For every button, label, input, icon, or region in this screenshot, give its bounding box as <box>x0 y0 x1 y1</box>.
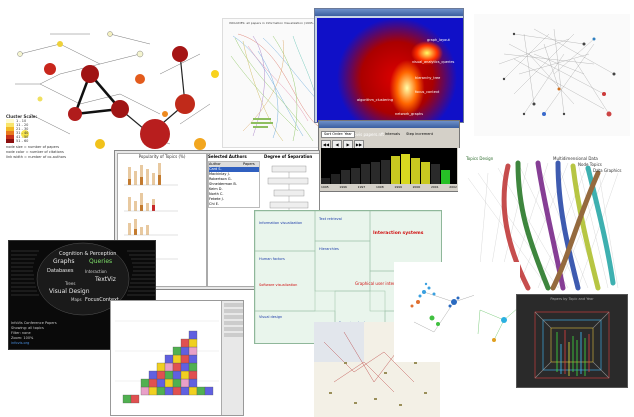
ribbon-label: Multidimensional Data <box>553 156 598 161</box>
year-label: 1998 <box>375 185 384 189</box>
year-label: 1997 <box>357 185 366 189</box>
histogram-title: Popularity of Topics (%) <box>138 154 186 159</box>
list-item[interactable]: North C. <box>209 192 224 196</box>
network-3d-panel <box>474 14 630 136</box>
heatmap-label: focus_context <box>415 90 440 94</box>
legend-row: 41 - 50 <box>16 135 29 139</box>
heatmap-label: hierarchy_tree <box>415 76 441 80</box>
list-item[interactable]: Robertson G. <box>209 177 232 181</box>
year-label: 2002 <box>449 185 457 189</box>
stacked-squares-panel <box>110 300 244 416</box>
legend-note: node size = number of papers <box>6 145 60 149</box>
network-graph[interactable] <box>0 14 230 164</box>
year-label: 1996 <box>339 185 347 189</box>
treemap-label[interactable]: Visual design <box>259 315 283 319</box>
box3d-panel: Papers by Topic and Year <box>516 294 628 388</box>
legend-row: 1 - 10 <box>16 119 27 123</box>
heatmap-label: network_graphs <box>395 112 424 116</box>
treemap-label[interactable]: Graphical user interfaces <box>355 281 406 286</box>
cloud-term[interactable]: Visual Design <box>49 288 90 295</box>
dark-cloud-chart[interactable] <box>9 241 156 319</box>
footer-link[interactable]: infovis.org <box>11 341 30 345</box>
ribbons-chart[interactable] <box>458 148 634 294</box>
timeslicer-window: Time Slicer - Infovis papers.nft Sort Or… <box>318 120 460 192</box>
list-item[interactable]: Chi E. <box>209 202 220 206</box>
side-title: Selected Authors <box>208 154 247 159</box>
heatmap-label: algorithm_clustering <box>357 98 393 102</box>
cloud-term[interactable]: Queries <box>89 258 113 265</box>
citation-flow-panel: INCLUDES: all papers in Information Visu… <box>222 18 330 148</box>
legend-row: 11 - 20 <box>16 123 29 127</box>
network-graph-panel: Cluster Scale: 1 - 10 11 - 20 21 - 30 31… <box>0 14 230 164</box>
network-legend: Cluster Scale: 1 - 10 11 - 20 21 - 30 31… <box>6 114 66 160</box>
heatmap-label: visual_analytics_queries <box>412 60 455 64</box>
legend-row: 21 - 30 <box>16 127 29 131</box>
cloud-term[interactable]: Trees <box>65 281 76 286</box>
cloud-term[interactable]: Interaction <box>85 269 107 274</box>
footer-line: Zoom: 100% <box>11 336 34 340</box>
box3d-title: Papers by Topic and Year <box>550 297 594 301</box>
list-item[interactable]: Card S. <box>209 167 259 172</box>
ribbon-label: Data Graphics <box>593 168 622 173</box>
cloud-term[interactable]: Databases <box>47 268 74 274</box>
heatmap-window: ThemeView - Infovis papers.nft graph_lay… <box>314 8 464 123</box>
ribbon-label: Topics Design <box>466 156 494 161</box>
list-item[interactable]: Fekete J. <box>209 197 224 201</box>
cloud-term[interactable]: Maps <box>71 297 82 302</box>
map-chart[interactable] <box>314 322 440 417</box>
list-item[interactable]: Keim D. <box>209 187 223 191</box>
timeslicer-titlebar: Time Slicer - Infovis papers.nft <box>319 121 459 137</box>
year-label: 1999 <box>394 185 402 189</box>
heatmap-label: graph_layout <box>427 38 450 42</box>
dark-cloud-panel: Cognition & Perception Graphs Queries Da… <box>8 240 156 350</box>
list-item[interactable]: Shneiderman B. <box>209 182 237 186</box>
treemap-label[interactable]: Hierarchies <box>319 247 339 251</box>
author-list[interactable]: Author Papers Card S. Mackinlay J. Rober… <box>208 161 260 208</box>
year-label: 1995 <box>321 185 329 189</box>
legend-title: Cluster Scale: <box>6 114 38 119</box>
sort-order-label[interactable]: Sort Order: Year <box>321 130 355 138</box>
heatmap-canvas[interactable]: graph_layout visual_analytics_queries hi… <box>317 18 463 122</box>
interval-label: Intervals <box>384 131 401 136</box>
list-header: Papers <box>243 162 255 166</box>
footer-line: Filter: none <box>11 331 31 335</box>
stacked-side <box>221 301 243 415</box>
treemap-label[interactable]: Information visualization <box>259 221 303 225</box>
list-header: Author <box>209 162 221 166</box>
cloud-term[interactable]: TextViz <box>95 276 116 283</box>
ribbon-label: Node Topics <box>578 162 602 167</box>
legend-row: 51 - 60 <box>16 139 29 143</box>
network-3d[interactable] <box>474 14 630 136</box>
year-label: 2001 <box>430 185 439 189</box>
stacked-squares-chart[interactable] <box>111 301 221 416</box>
treemap-label[interactable]: Interaction systems <box>373 231 424 236</box>
timeslicer-bars[interactable] <box>321 148 457 184</box>
cloud-term[interactable]: Graphs <box>53 258 75 265</box>
year-label: 2000 <box>412 185 421 189</box>
treemap-label[interactable]: Software visualization <box>259 283 298 287</box>
side-title-2: Degree of Separation <box>264 154 313 159</box>
legend-note: node color = number of citations <box>6 150 64 154</box>
footer-line: Showing: all topics <box>11 326 44 330</box>
treemap-label[interactable]: Text retrieval <box>319 217 342 221</box>
cloud-term[interactable]: FocusContext <box>85 297 119 303</box>
step-label: Step increment <box>406 131 433 136</box>
legend-row: 31 - 40 <box>16 131 29 135</box>
footer-line: InfoVis Conference Papers <box>11 321 57 325</box>
treemap-label[interactable]: Human factors <box>259 257 285 261</box>
heatmap-titlebar: ThemeView - Infovis papers.nft <box>315 9 463 25</box>
box3d-chart[interactable] <box>517 302 628 388</box>
citation-flow-title: INCLUDES: all papers in Information Visu… <box>229 21 323 25</box>
list-item[interactable]: Mackinlay J. <box>209 172 230 176</box>
legend-note: link width = number of co-authors <box>6 155 67 159</box>
cloud-term[interactable]: Cognition & Perception <box>59 251 117 257</box>
cloud-footer: InfoVis Conference Papers Showing: all t… <box>11 321 155 346</box>
